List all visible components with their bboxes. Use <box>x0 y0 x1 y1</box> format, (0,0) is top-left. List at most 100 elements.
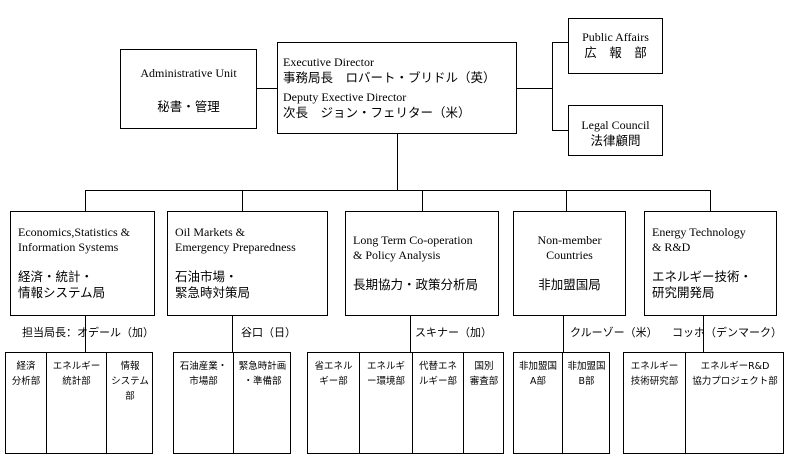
connector-line <box>552 42 553 131</box>
deputy-director-title: Deputy Exective Director <box>283 90 407 104</box>
admin-unit-en: Administrative Unit <box>140 66 237 80</box>
admin-unit-jp: 秘書・管理 <box>157 99 220 114</box>
division-cell: 非加盟国 A部 <box>514 359 562 389</box>
division-cell: 国別審査部 <box>464 359 504 389</box>
directorate-non-member-box: Non-member Countries 非加盟国局 <box>513 211 626 316</box>
division-label: 統計部 <box>62 376 91 387</box>
exec-director-title: Executive Director <box>283 55 374 69</box>
division-label: 技術研究部 <box>630 376 679 387</box>
directorate-head: クルーゾー（米） <box>570 326 658 339</box>
division-label: 代替エネ <box>418 361 457 372</box>
division-cell: 非加盟国 B部 <box>563 359 610 389</box>
directorate-en: Energy Technology <box>652 225 746 239</box>
division-label: ー環境部 <box>366 376 405 387</box>
division-label: A部 <box>530 376 546 387</box>
division-cell: 代替エネルギー部 <box>413 359 463 389</box>
directorate-jp: 緊急時対策局 <box>175 285 251 300</box>
division-label: エネルギ <box>366 361 405 372</box>
directorate-en: Information Systems <box>18 240 119 254</box>
directorate-en: & R&D <box>652 240 691 254</box>
division-label: 審査部 <box>469 376 499 387</box>
division-cell: 情報システム部 <box>107 359 153 404</box>
directorate-en: Non-member <box>537 233 602 247</box>
connector-line <box>552 42 568 43</box>
connector-line <box>566 190 567 211</box>
division-cell: 緊急時計画・準備部 <box>234 359 291 389</box>
directorate-en: Countries <box>546 248 593 262</box>
directorate-long-term-box: Long Term Co-operation & Policy Analysis… <box>345 211 499 316</box>
division-label: 省エネル <box>314 361 353 372</box>
division-cell: エネルギーR&D 協力プロジェクト部 <box>686 359 784 389</box>
division-label: 非加盟国 <box>518 361 557 372</box>
connector-line <box>85 316 86 352</box>
admin-unit-box: Administrative Unit 秘書・管理 <box>120 49 257 129</box>
connector-line <box>710 190 711 211</box>
directorate-jp: 経済・統計・ <box>18 269 94 284</box>
public-affairs-jp: 広 報 部 <box>584 45 647 60</box>
directorate-en: Long Term Co-operation <box>353 233 473 247</box>
directorate-head: 担当局長：オデール（加） <box>22 326 154 339</box>
division-cell: エネルギー技術研究部 <box>624 359 685 389</box>
directorate-oil-markets-box: Oil Markets & Emergency Preparedness 石油市… <box>167 211 328 316</box>
directorate-jp: エネルギー技術・ <box>652 269 753 284</box>
division-label: 経済 <box>16 361 36 372</box>
division-label: エネルギー <box>630 361 679 372</box>
directorate-economics-box: Economics,Statistics & Information Syste… <box>10 211 155 316</box>
directorate-head: コッホ（デンマーク） <box>672 326 782 339</box>
division-label: 石油産業・ <box>179 361 228 372</box>
public-affairs-box: Public Affairs 広 報 部 <box>568 18 663 74</box>
connector-line <box>410 316 411 352</box>
division-label: 非加盟国 <box>567 361 606 372</box>
connector-line <box>85 190 86 211</box>
division-label: システム部 <box>111 376 149 402</box>
connector-line <box>422 190 423 211</box>
connector-line <box>85 190 710 191</box>
division-label: ルギー部 <box>418 376 457 387</box>
directorate-jp: 石油市場・ <box>175 269 238 284</box>
division-box: エネルギー技術研究部 エネルギーR&D 協力プロジェクト部 <box>623 352 784 454</box>
deputy-director-name: 次長 ジョン・フェリター（米） <box>283 105 471 120</box>
division-label: ・準備部 <box>243 376 282 387</box>
division-label: 情報 <box>120 361 140 372</box>
directorate-en: Economics,Statistics & <box>18 225 130 239</box>
directorate-en: Oil Markets & <box>175 225 245 239</box>
directorate-jp: 情報システム局 <box>18 285 106 300</box>
division-label: 分析部 <box>11 376 41 387</box>
division-cell: エネルギー環境部 <box>360 359 412 389</box>
connector-line <box>397 134 398 190</box>
executive-director-box: Executive Director 事務局長 ロバート・ブリドル（英） Dep… <box>277 42 517 134</box>
exec-director-name: 事務局長 ロバート・ブリドル（英） <box>283 70 496 85</box>
division-label: ギー部 <box>319 376 348 387</box>
connector-line <box>552 130 568 131</box>
division-box: 石油産業・市場部 緊急時計画・準備部 <box>173 352 291 454</box>
division-label: 協力プロジェクト部 <box>692 376 778 387</box>
connector-line <box>242 190 243 211</box>
division-box: 経済分析部 エネルギー統計部 情報システム部 <box>5 352 153 454</box>
directorate-jp: 研究開発局 <box>652 285 715 300</box>
directorate-en: & Policy Analysis <box>353 248 441 262</box>
division-label: 国別 <box>474 361 494 372</box>
division-cell: エネルギー統計部 <box>47 359 106 389</box>
legal-council-jp: 法律顧問 <box>590 133 641 148</box>
connector-line <box>563 316 564 352</box>
division-label: エネルギー <box>52 361 101 372</box>
directorate-energy-tech-box: Energy Technology & R&D エネルギー技術・ 研究開発局 <box>644 211 777 316</box>
connector-line <box>232 316 233 352</box>
division-label: 市場部 <box>189 376 218 387</box>
connector-line <box>517 88 552 89</box>
division-label: B部 <box>578 376 595 387</box>
legal-council-en: Legal Council <box>581 118 650 132</box>
directorate-head: 谷口（日） <box>241 326 296 339</box>
public-affairs-en: Public Affairs <box>582 30 649 44</box>
directorate-jp: 長期協力・政策分析局 <box>353 277 479 292</box>
connector-line <box>257 88 277 89</box>
connector-line <box>703 316 704 352</box>
division-box: 非加盟国 A部 非加盟国 B部 <box>513 352 610 454</box>
division-label: エネルギーR&D <box>700 361 770 372</box>
legal-council-box: Legal Council 法律顧問 <box>568 105 663 156</box>
division-box: 省エネルギー部 エネルギー環境部 代替エネルギー部 国別審査部 <box>307 352 504 454</box>
directorate-jp: 非加盟国局 <box>538 277 601 292</box>
division-label: 緊急時計画 <box>238 361 287 372</box>
division-cell: 石油産業・市場部 <box>174 359 233 389</box>
division-cell: 省エネルギー部 <box>308 359 359 389</box>
